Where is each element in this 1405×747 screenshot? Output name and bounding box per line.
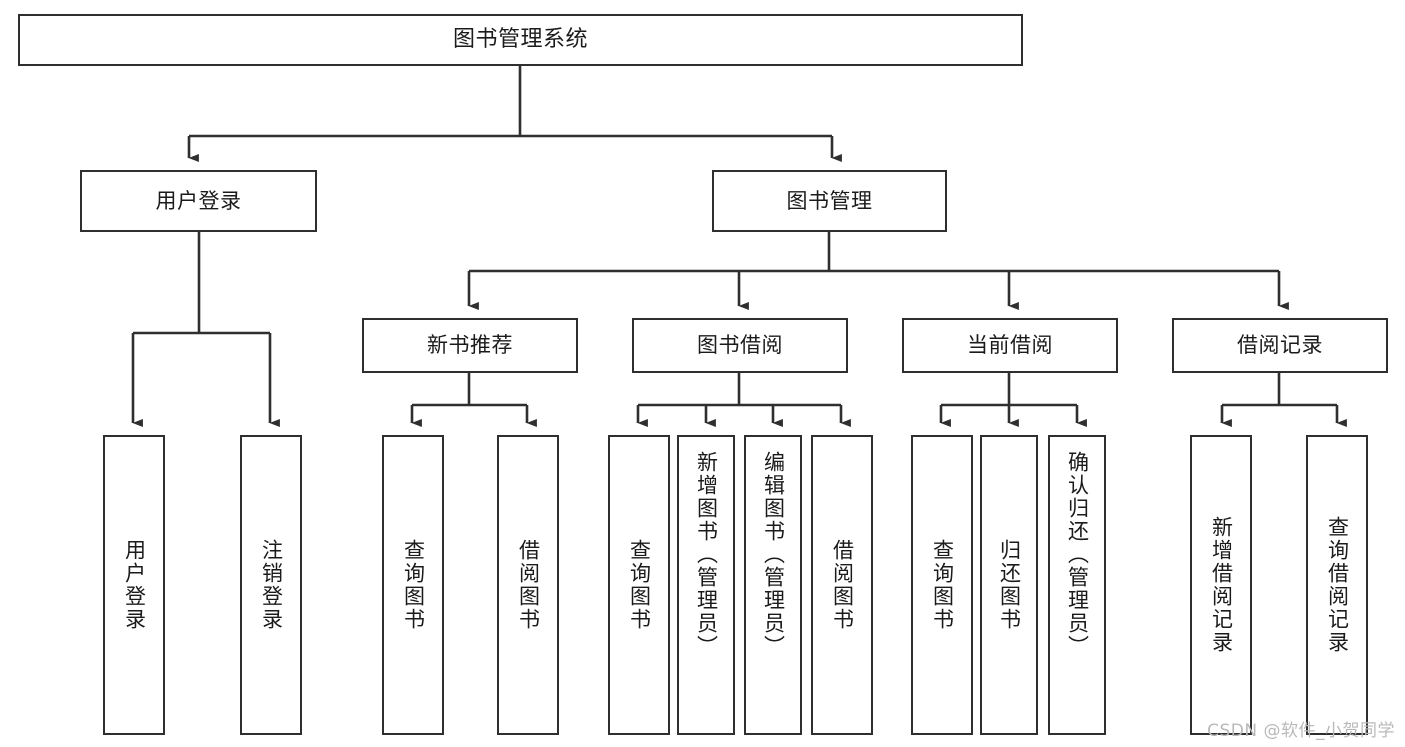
node-root[interactable]: 图书管理系统 (18, 14, 1023, 66)
leaf-query-book-borrow-label: 查询图书 (627, 539, 652, 631)
leaf-borrow-book-label: 借阅图书 (830, 539, 855, 631)
leaf-query-borrow-record-label: 查询借阅记录 (1325, 516, 1350, 654)
leaf-logout[interactable]: 注销登录 (240, 435, 302, 735)
leaf-logout-label: 注销登录 (259, 539, 284, 631)
leaf-query-book-recommend-label: 查询图书 (401, 539, 426, 631)
node-book-borrow[interactable]: 图书借阅 (632, 318, 848, 373)
node-borrow-record-label: 借阅记录 (1237, 333, 1323, 358)
leaf-query-borrow-record[interactable]: 查询借阅记录 (1306, 435, 1368, 735)
node-book-management-label: 图书管理 (786, 188, 873, 213)
node-new-book-recommend-label: 新书推荐 (427, 333, 513, 358)
node-root-label: 图书管理系统 (452, 27, 588, 53)
node-book-borrow-label: 图书借阅 (697, 333, 783, 358)
node-current-borrow[interactable]: 当前借阅 (902, 318, 1118, 373)
leaf-edit-book-admin-label: 编辑图书（管理员） (761, 451, 786, 658)
node-new-book-recommend[interactable]: 新书推荐 (362, 318, 578, 373)
leaf-query-book-borrow[interactable]: 查询图书 (608, 435, 670, 735)
leaf-confirm-return-admin[interactable]: 确认归还（管理员） (1048, 435, 1106, 735)
node-borrow-record[interactable]: 借阅记录 (1172, 318, 1388, 373)
leaf-return-book[interactable]: 归还图书 (980, 435, 1038, 735)
leaf-user-login-label: 用户登录 (122, 539, 147, 631)
leaf-user-login[interactable]: 用户登录 (103, 435, 165, 735)
leaf-query-book-recommend[interactable]: 查询图书 (382, 435, 444, 735)
node-current-borrow-label: 当前借阅 (967, 333, 1053, 358)
leaf-add-book-admin-label: 新增图书（管理员） (694, 451, 719, 658)
node-book-management[interactable]: 图书管理 (712, 170, 947, 232)
leaf-borrow-book-recommend[interactable]: 借阅图书 (497, 435, 559, 735)
leaf-query-book-current-label: 查询图书 (930, 539, 955, 631)
node-user-login[interactable]: 用户登录 (80, 170, 317, 232)
leaf-borrow-book-recommend-label: 借阅图书 (516, 539, 541, 631)
node-user-login-label: 用户登录 (155, 188, 242, 213)
leaf-query-book-current[interactable]: 查询图书 (911, 435, 973, 735)
leaf-add-borrow-record[interactable]: 新增借阅记录 (1190, 435, 1252, 735)
leaf-return-book-label: 归还图书 (997, 539, 1022, 631)
leaf-add-borrow-record-label: 新增借阅记录 (1209, 516, 1234, 654)
leaf-borrow-book[interactable]: 借阅图书 (811, 435, 873, 735)
leaf-add-book-admin[interactable]: 新增图书（管理员） (677, 435, 735, 735)
leaf-edit-book-admin[interactable]: 编辑图书（管理员） (744, 435, 802, 735)
leaf-confirm-return-admin-label: 确认归还（管理员） (1065, 451, 1090, 658)
